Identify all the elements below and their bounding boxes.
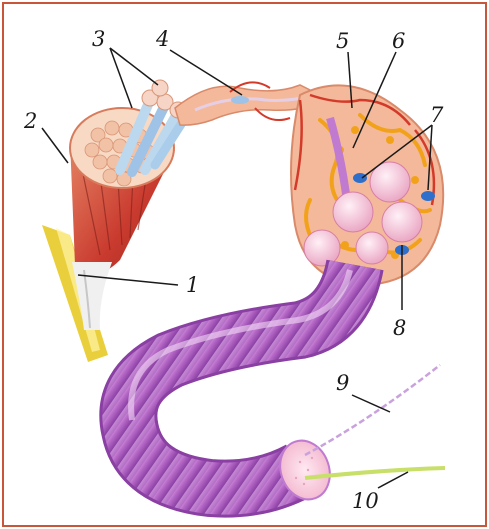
label-2: 2 xyxy=(23,109,37,133)
label-1: 1 xyxy=(186,273,199,297)
label-4: 4 xyxy=(155,27,169,51)
label-3: 3 xyxy=(92,27,105,51)
label-7: 7 xyxy=(430,103,444,127)
curved-tube xyxy=(128,265,355,506)
label-9: 9 xyxy=(336,371,349,395)
fine-fiber xyxy=(305,365,440,455)
label-8: 8 xyxy=(393,316,406,340)
label-5: 5 xyxy=(336,29,349,53)
label-6: 6 xyxy=(392,29,405,53)
label-10: 10 xyxy=(352,489,379,513)
